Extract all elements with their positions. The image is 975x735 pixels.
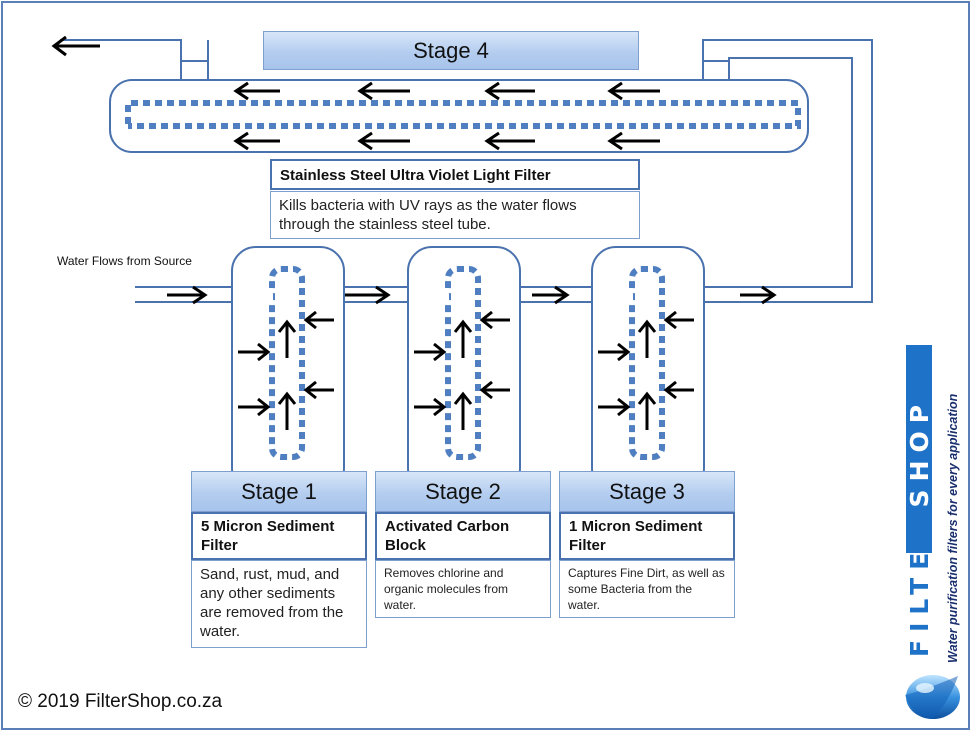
pipe-flow-arrows [167, 285, 777, 305]
stage-1-description: Sand, rust, mud, and any other sediments… [191, 560, 367, 648]
canister-stage-2 [407, 246, 521, 493]
uv-tube [109, 79, 809, 153]
source-label: Water Flows from Source [57, 254, 192, 268]
stage-4-header: Stage 4 [263, 31, 639, 70]
outlet-arrow [51, 35, 100, 57]
canister-1-arrows [238, 310, 334, 430]
stage-2-name: Activated Carbon Block [375, 512, 551, 560]
uv-tube-dotted-path [125, 100, 801, 129]
water-drop-logo [905, 675, 960, 719]
canister-stage-1 [231, 246, 345, 493]
tagline-text: Water purification filters for every app… [946, 393, 960, 663]
stage-2-description: Removes chlorine and organic molecules f… [375, 560, 551, 618]
copyright-text: © 2019 FilterShop.co.za [18, 691, 223, 712]
return-pipe [702, 39, 873, 303]
stage-4-description: Kills bacteria with UV rays as the water… [270, 191, 640, 239]
stage-2-header: Stage 2 [375, 471, 551, 512]
stage-3-header: Stage 3 [559, 471, 735, 512]
canister-stage-3 [591, 246, 705, 493]
logo-text: FILTERSHOP [905, 397, 934, 657]
stage-4-name: Stainless Steel Ultra Violet Light Filte… [270, 159, 640, 190]
stage-3-name: 1 Micron Sediment Filter [559, 512, 735, 560]
stage-1-header: Stage 1 [191, 471, 367, 512]
filtershop-logo-text: FILTERSHOP [905, 345, 934, 657]
stage-1-name: 5 Micron Sediment Filter [191, 512, 367, 560]
filtershop-brand: FILTERSHOP Water purification filters fo… [905, 345, 960, 663]
stage-3-description: Captures Fine Dirt, as well as some Bact… [559, 560, 735, 618]
canister-3-arrows [598, 310, 694, 430]
canister-2-arrows [414, 310, 510, 430]
uv-flow-arrows [233, 81, 660, 151]
inlet-pipes [135, 286, 592, 303]
filtershop-tagline: Water purification filters for every app… [946, 393, 960, 663]
outlet-pipe [60, 39, 209, 80]
